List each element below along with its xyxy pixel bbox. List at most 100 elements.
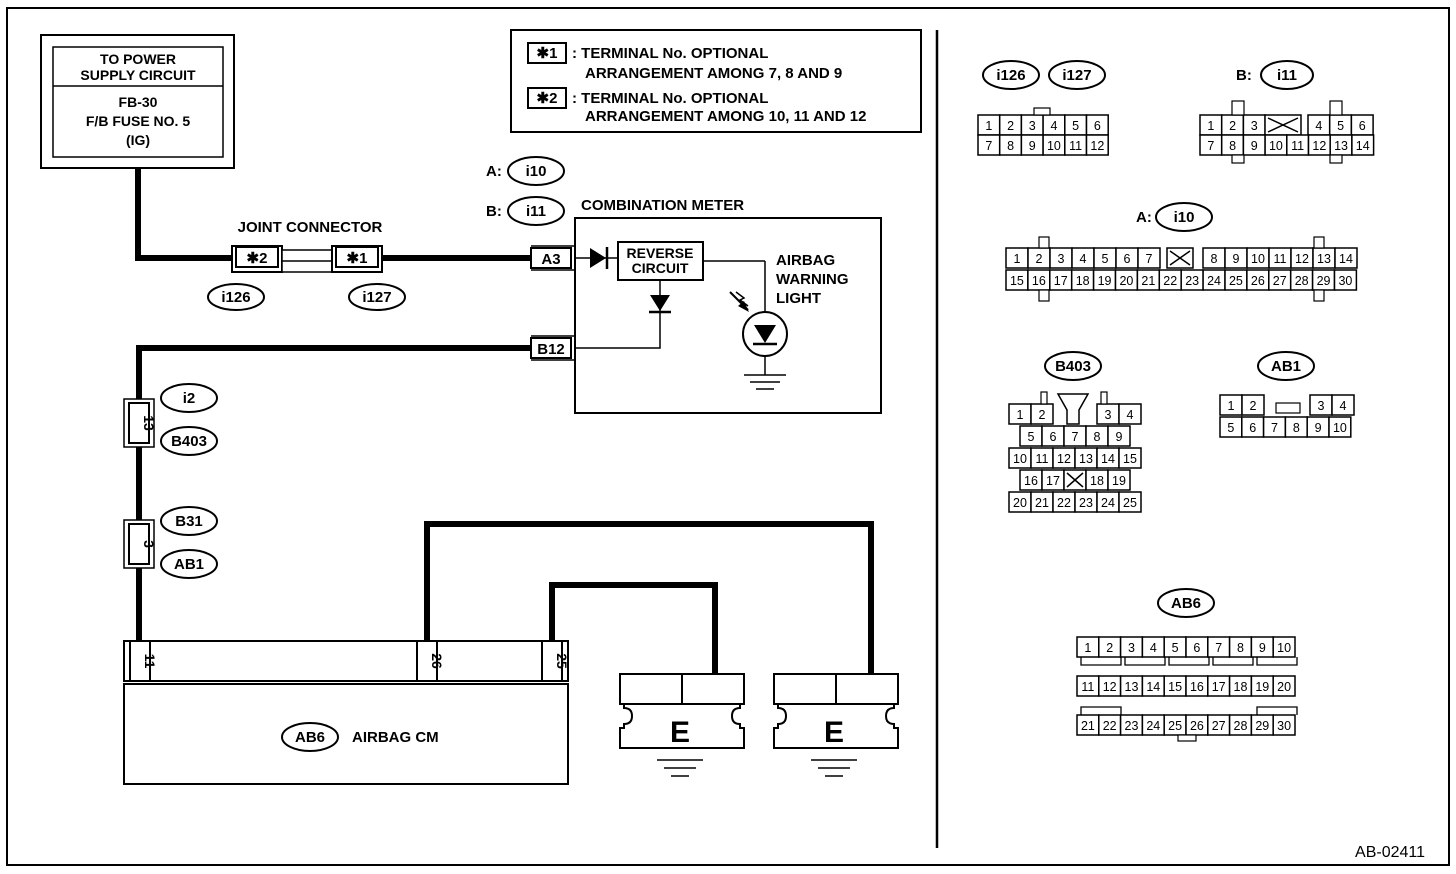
harness-connector-3: 3 B31 AB1: [123, 506, 218, 579]
view-ab6-cell: [1272, 636, 1296, 658]
view-b-i11-pin: 14: [1356, 139, 1370, 153]
view-b403-pin: 24: [1101, 496, 1115, 510]
connector-latch: [1168, 657, 1210, 666]
view-a-i10-pin: 30: [1338, 274, 1352, 288]
view-a-i10-label: i10: [1174, 209, 1195, 226]
harness-pin-13: 13: [141, 415, 157, 431]
view-b-i11-pin: 3: [1251, 119, 1258, 133]
view-ab1-pin: 7: [1271, 421, 1278, 435]
view-a-i10-pin: 6: [1124, 252, 1131, 266]
legend-text-1b: ARRANGEMENT AMONG 7, 8 AND 9: [585, 65, 842, 82]
view-i126-pin: 1: [985, 119, 992, 133]
view-b403-cell: [1107, 469, 1131, 491]
view-a-i10-pin: 16: [1032, 274, 1046, 288]
view-b403-pin: 16: [1024, 474, 1038, 488]
view-a-i10-pin: 29: [1317, 274, 1331, 288]
wires: [135, 168, 874, 674]
view-ab6-pin: 7: [1215, 641, 1222, 655]
view-ab6-pin: 18: [1234, 680, 1248, 694]
conn-i2: i2: [183, 390, 196, 407]
view-ab6-pin: 8: [1237, 641, 1244, 655]
view-a-i10-pin: 12: [1295, 252, 1309, 266]
view-i126-pin: 5: [1072, 119, 1079, 133]
view-ab6-pin: 20: [1277, 680, 1291, 694]
cm-pin-26: 26: [429, 653, 445, 669]
view-b-i11-prefix: B:: [1236, 67, 1252, 84]
view-b403-pin: 2: [1039, 408, 1046, 422]
view-b403-pin: 25: [1123, 496, 1137, 510]
diode-icon: [590, 248, 606, 268]
view-ab1-label: AB1: [1271, 358, 1301, 375]
connector-key-tab: [1313, 236, 1325, 249]
meter-conn-b-prefix: B:: [486, 203, 502, 220]
connector-latch: [1256, 657, 1298, 666]
view-a-i10-pin: 25: [1229, 274, 1243, 288]
view-ab6-pin: 26: [1190, 719, 1204, 733]
view-ab1-pin: 5: [1227, 421, 1234, 435]
legend-text-2b: ARRANGEMENT AMONG 10, 11 AND 12: [585, 108, 866, 125]
connector-key-tab: [1038, 289, 1050, 302]
view-a-i10-pin: 11: [1274, 252, 1287, 266]
view-a-i10-cell: [1334, 247, 1358, 269]
diode-icon: [650, 295, 670, 311]
view-a-i10-pin: 14: [1339, 252, 1353, 266]
power-supply-box: TO POWER SUPPLY CIRCUIT FB-30 F/B FUSE N…: [40, 34, 235, 169]
view-b403-blank-cross: [1066, 472, 1084, 488]
view-a-i10-pin: 15: [1010, 274, 1024, 288]
view-b403-pin: 18: [1090, 474, 1104, 488]
view-b403-pin: 22: [1057, 496, 1071, 510]
legend-mark-1: ✱1: [537, 45, 558, 62]
connector-key-tab: [1038, 236, 1050, 249]
view-a-i10-pin: 23: [1185, 274, 1199, 288]
view-ab1-pin: 8: [1293, 421, 1300, 435]
view-b403-cell: [1118, 403, 1142, 425]
view-ab6-pin: 6: [1193, 641, 1200, 655]
view-ab6-pin: 14: [1146, 680, 1160, 694]
connector-key-tab: [1033, 107, 1051, 116]
cm-label: AIRBAG CM: [352, 729, 439, 746]
connector-latch: [1256, 706, 1298, 715]
view-a-i10-pin: 24: [1207, 274, 1221, 288]
view-ab6-pin: 24: [1146, 719, 1160, 733]
reverse-circuit-label-1: REVERSE: [627, 245, 694, 261]
view-ab6-pin: 12: [1103, 680, 1117, 694]
view-b-i11-pin: 6: [1359, 119, 1366, 133]
fuse-number: F/B FUSE NO. 5: [86, 113, 190, 129]
view-b403-cell: [1107, 425, 1131, 447]
view-a-i10-pin: 4: [1080, 252, 1087, 266]
airbag-light-label-2: WARNING: [776, 271, 849, 288]
conn-i126: i126: [221, 289, 250, 306]
view-a-i10-pin: 9: [1233, 252, 1240, 266]
cm-pin-25: 25: [554, 653, 570, 669]
view-i126-pin: 7: [985, 139, 992, 153]
view-ab6-pin: 16: [1190, 680, 1204, 694]
view-ab6-pin: 22: [1103, 719, 1117, 733]
view-b403-pin: 1: [1017, 408, 1024, 422]
harness-pin-3: 3: [141, 540, 157, 548]
view-i126-pin: 8: [1007, 139, 1014, 153]
meter-term-a3: A3: [541, 251, 560, 268]
view-a-i10-pin: 5: [1102, 252, 1109, 266]
view-b-i11-pin: 5: [1337, 119, 1344, 133]
connector-latch: [1124, 657, 1166, 666]
view-b-i11-pin: 12: [1312, 139, 1326, 153]
view-ab6-cell: [1272, 675, 1296, 697]
view-ab6-pin: 25: [1168, 719, 1182, 733]
view-a-i10-pin: 21: [1141, 274, 1155, 288]
view-b403-pin: 14: [1101, 452, 1115, 466]
view-b403-pin: 6: [1050, 430, 1057, 444]
view-ab6-pin: 15: [1168, 680, 1182, 694]
connector-key-tab: [1313, 289, 1325, 302]
view-a-i10-pin: 13: [1317, 252, 1331, 266]
fuse-ig: (IG): [126, 132, 150, 148]
legend-box: ✱1 : TERMINAL No. OPTIONAL ARRANGEMENT A…: [510, 29, 922, 133]
view-a-i10-pin: 19: [1098, 274, 1112, 288]
view-i126-pin: 6: [1094, 119, 1101, 133]
view-ab6-pin: 4: [1150, 641, 1157, 655]
view-b-i11-pin: 7: [1207, 139, 1214, 153]
reverse-circuit-label-2: CIRCUIT: [632, 260, 689, 276]
view-b403-label: B403: [1055, 358, 1091, 375]
view-a-i10-pin: 7: [1146, 252, 1153, 266]
legend-text-2a: : TERMINAL No. OPTIONAL: [572, 90, 768, 107]
